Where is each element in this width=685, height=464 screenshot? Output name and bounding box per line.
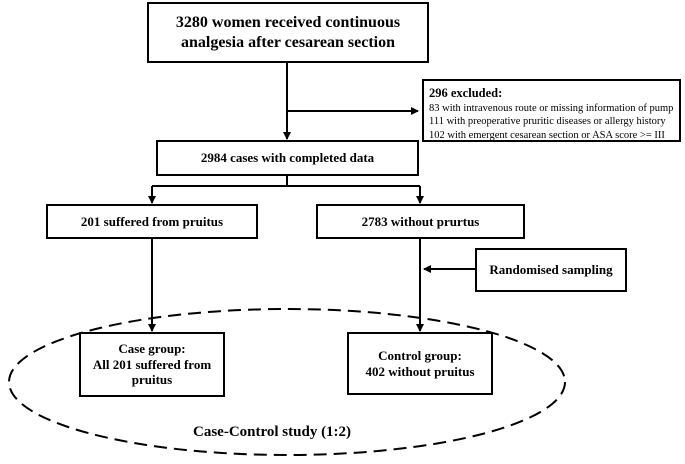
excluded-reason-2: 111 with preoperative pruritic diseases … (429, 116, 666, 128)
completed-data-label: 2984 cases with completed data (200, 150, 375, 166)
case-group-line1: Case group: (118, 341, 186, 357)
case-group-box: Case group: All 201 suffered from pruitu… (79, 332, 225, 397)
no-pruritus-label: 2783 without prurtus (361, 213, 480, 229)
excluded-reason-1: 83 with intravenous route or missing inf… (429, 103, 674, 114)
randomised-sampling-box: Randomised sampling (475, 248, 627, 292)
study-label: Case-Control study (1:2) (193, 424, 352, 440)
total-women-line1: 3280 women received continuous (175, 14, 401, 32)
control-group-box: Control group: 402 without pruitus (347, 332, 493, 395)
randomised-sampling-label: Randomised sampling (489, 262, 613, 278)
excluded-header: 296 excluded: (429, 86, 503, 100)
pruritus-box: 201 suffered from pruitus (46, 204, 258, 239)
case-control-study-ellipse (8, 308, 566, 456)
completed-data-box: 2984 cases with completed data (156, 140, 419, 176)
total-women-line2: analgesia after cesarean section (180, 33, 396, 51)
case-group-line3: pruitus (131, 372, 173, 388)
total-women-box: 3280 women received continuous analgesia… (147, 2, 429, 63)
excluded-reason-3: 102 with emergent cesarean section or AS… (429, 129, 665, 141)
no-pruritus-box: 2783 without prurtus (316, 204, 525, 239)
excluded-box: 296 excluded: 83 with intravenous route … (422, 79, 681, 142)
control-group-line1: Control group: (378, 347, 462, 363)
case-group-line2: All 201 suffered from (92, 356, 212, 372)
pruritus-label: 201 suffered from pruitus (80, 213, 224, 229)
control-group-line2: 402 without pruitus (365, 363, 475, 379)
